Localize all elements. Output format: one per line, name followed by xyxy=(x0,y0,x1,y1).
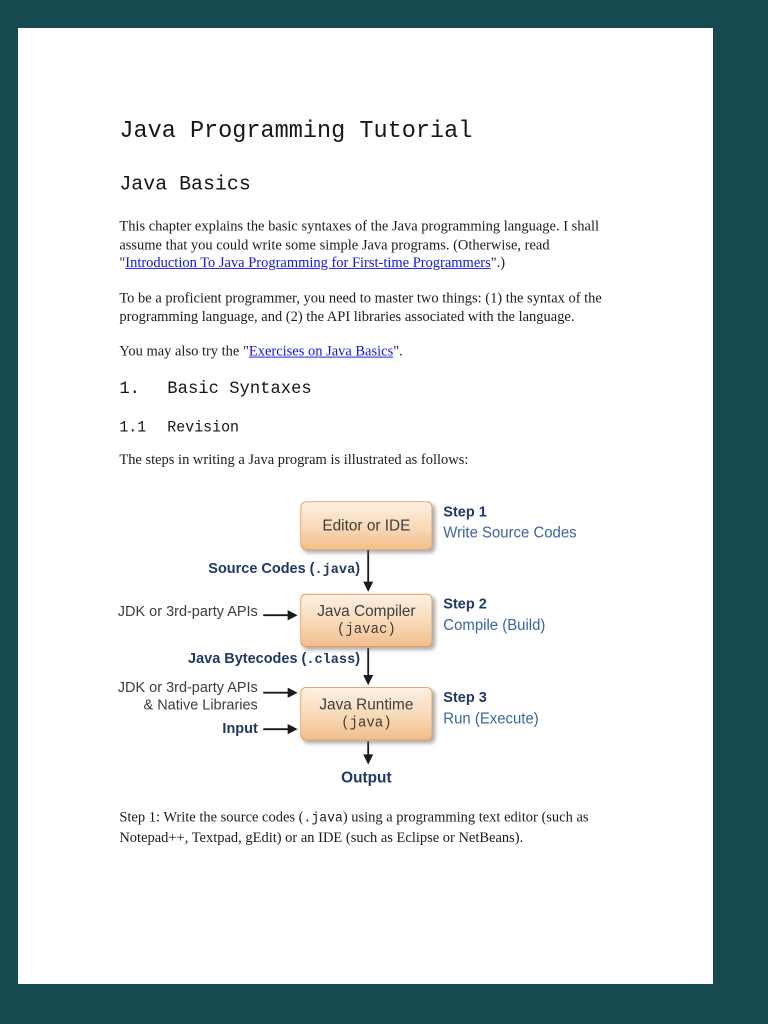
java-extension-inline-code: .java xyxy=(303,811,343,827)
heading-revision: 1.1 Revision xyxy=(119,418,239,436)
arrow-compiler-to-runtime xyxy=(363,647,374,686)
exercises-paragraph-tail: ". xyxy=(393,343,403,360)
arrow-editor-to-compiler xyxy=(363,549,374,592)
document-page: Java Programming Tutorial Java Basics Th… xyxy=(18,28,713,984)
step1-description: Write Source Codes xyxy=(443,524,577,542)
arrow-input-to-runtime xyxy=(263,723,298,735)
page-content: Java Programming Tutorial Java Basics Th… xyxy=(18,28,713,984)
heading-number: 1.1 xyxy=(119,418,147,436)
intro-paragraph: This chapter explains the basic syntaxes… xyxy=(119,218,612,273)
arrow-apis-libs-to-runtime xyxy=(263,687,298,698)
exercises-paragraph-text: You may also try the " xyxy=(119,343,249,360)
heading-basic-syntaxes: 1. Basic Syntaxes xyxy=(119,378,311,399)
step3-label: Step 3 xyxy=(443,689,487,706)
step1-annotation: Step 1 Write Source Codes xyxy=(443,504,606,542)
heading-label: Revision xyxy=(167,418,239,436)
exercises-paragraph: You may also try the "Exercises on Java … xyxy=(119,343,612,361)
heading-label: Basic Syntaxes xyxy=(167,378,312,399)
bytecodes-flow-label: Java Bytecodes (.class) xyxy=(188,651,360,668)
step3-description: Run (Execute) xyxy=(443,710,539,728)
input-label: Input xyxy=(222,720,258,737)
step3-annotation: Step 3 Run (Execute) xyxy=(443,690,606,728)
runtime-box-command: (java) xyxy=(341,714,392,732)
intro-paragraph-tail: ".) xyxy=(490,255,506,271)
arrow-apis-to-compiler xyxy=(263,610,298,621)
flowchart-box-compiler: Java Compiler (javac) xyxy=(300,593,433,647)
step1-paragraph: Step 1: Write the source codes (.java) u… xyxy=(119,808,612,846)
steps-intro-paragraph: The steps in writing a Java program is i… xyxy=(119,451,469,468)
intro-paragraph-text: This chapter explains the basic syntaxes… xyxy=(119,218,600,271)
java-extension-code: .java xyxy=(314,562,356,578)
output-label: Output xyxy=(341,768,392,787)
exercises-link[interactable]: Exercises on Java Basics xyxy=(248,343,394,360)
document-title: Java Programming Tutorial xyxy=(119,116,473,145)
step1-label: Step 1 xyxy=(443,504,487,521)
runtime-box-label: Java Runtime xyxy=(319,695,414,713)
chapter-heading: Java Basics xyxy=(119,172,251,197)
flow-label-text: Source Codes ( xyxy=(208,561,315,577)
flowchart-box-editor: Editor or IDE xyxy=(300,501,433,550)
intro-programming-link[interactable]: Introduction To Java Programming for Fir… xyxy=(125,255,491,271)
step1-paragraph-text: Step 1: Write the source codes ( xyxy=(119,809,304,826)
step1-paragraph-tail: ) using a programming text editor (such … xyxy=(119,809,589,846)
flowchart-box-runtime: Java Runtime (java) xyxy=(300,687,433,741)
source-codes-flow-label: Source Codes (.java) xyxy=(208,561,360,578)
editor-box-label: Editor or IDE xyxy=(322,516,411,535)
arrow-runtime-to-output xyxy=(363,741,374,765)
flow-label-tail: ) xyxy=(355,561,361,577)
compiler-box-command: (javac) xyxy=(336,621,396,639)
flow-label-text: Java Bytecodes ( xyxy=(188,650,307,667)
heading-number: 1. xyxy=(119,378,140,399)
jdk-apis-native-libs-label: JDK or 3rd-party APIs & Native Libraries xyxy=(118,680,258,715)
step2-description: Compile (Build) xyxy=(443,617,546,634)
proficient-paragraph: To be a proficient programmer, you need … xyxy=(119,290,602,325)
jdk-apis-line: JDK or 3rd-party APIs xyxy=(117,679,258,696)
flow-label-tail: ) xyxy=(355,650,361,667)
compiler-box-label: Java Compiler xyxy=(317,601,416,620)
native-libs-line: & Native Libraries xyxy=(143,696,258,713)
class-extension-code: .class xyxy=(306,651,356,668)
step2-label: Step 2 xyxy=(443,596,487,613)
jdk-apis-label: JDK or 3rd-party APIs xyxy=(117,604,258,620)
step2-annotation: Step 2 Compile (Build) xyxy=(443,597,606,635)
